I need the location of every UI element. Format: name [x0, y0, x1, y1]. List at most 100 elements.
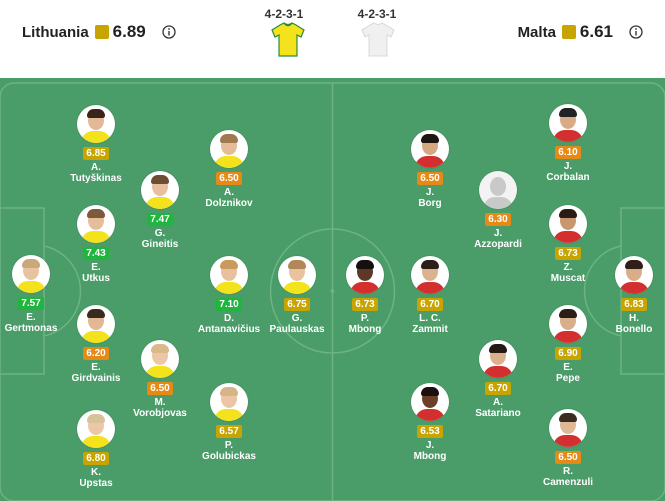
player-rating-badge: 6.50	[417, 172, 443, 185]
player-avatar	[141, 171, 179, 209]
player-last-name: Gertmonas	[4, 323, 58, 334]
player-last-name: Borg	[418, 198, 442, 209]
player-avatar	[77, 410, 115, 448]
player-first-initial: E.	[91, 362, 101, 373]
player-rating-badge: 6.73	[352, 298, 378, 311]
away-info-icon[interactable]	[629, 25, 643, 39]
player-rating-badge: 6.90	[555, 347, 581, 360]
home-team-rating-value: 6.89	[112, 22, 146, 41]
player-first-initial: E.	[26, 312, 36, 323]
player-last-name: Antanavičius	[197, 324, 261, 335]
player-first-initial: L. C.	[419, 313, 441, 324]
player-rating-badge: 6.50	[555, 451, 581, 464]
away-team-rating-value: 6.61	[579, 22, 613, 41]
player-rating-badge: 6.73	[555, 247, 581, 260]
player-avatar	[77, 105, 115, 143]
home-jersey-icon	[271, 22, 305, 57]
player-avatar	[549, 305, 587, 343]
home-team-summary: Lithuania 6.89	[22, 22, 176, 42]
player-rating-badge: 6.85	[83, 147, 109, 160]
player-avatar	[549, 104, 587, 142]
player-first-initial: J.	[425, 440, 435, 451]
player-rating-badge: 7.47	[147, 213, 173, 226]
player-first-initial: J.	[563, 161, 573, 172]
player-first-initial: P.	[224, 440, 234, 451]
player-avatar	[549, 205, 587, 243]
player-first-initial: A.	[224, 187, 234, 198]
player-rating-badge: 6.70	[485, 382, 511, 395]
player-first-initial: P.	[360, 313, 370, 324]
player-first-initial: K.	[91, 467, 101, 478]
match-header: Lithuania 6.89 4-2-3-1 4-2-3-1 Malta 6.6…	[0, 0, 665, 78]
away-team-name: Malta	[517, 23, 556, 41]
player-first-initial: D.	[224, 313, 234, 324]
player-last-name: Upstas	[79, 478, 113, 489]
player-last-name: Mbong	[413, 451, 447, 462]
player-rating-badge: 7.57	[18, 297, 44, 310]
player-avatar	[210, 256, 248, 294]
player-avatar	[411, 130, 449, 168]
player-rating-badge: 7.10	[216, 298, 242, 311]
away-formation: 4-2-3-1	[357, 7, 397, 21]
away-team-summary: Malta 6.61	[518, 22, 643, 42]
player-rating-badge: 6.50	[216, 172, 242, 185]
player-last-name: Azzopardi	[474, 239, 522, 250]
player-first-initial: G.	[154, 228, 166, 239]
player-last-name: Utkus	[82, 273, 110, 284]
player-first-initial: J.	[425, 187, 435, 198]
player-first-initial: E.	[563, 362, 573, 373]
away-team-rating: 6.61	[561, 22, 613, 42]
player-last-name: Satariano	[475, 408, 521, 419]
player-rating-badge: 6.80	[83, 452, 109, 465]
player-avatar	[346, 256, 384, 294]
player-first-initial: J.	[493, 228, 503, 239]
player-first-initial: E.	[91, 262, 101, 273]
player-avatar	[77, 205, 115, 243]
player-first-initial: A.	[91, 162, 101, 173]
player-avatar	[278, 256, 316, 294]
player-last-name: Zammit	[412, 324, 448, 335]
player-first-initial: A.	[493, 397, 503, 408]
player-avatar	[549, 409, 587, 447]
player-last-name: Muscat	[550, 273, 586, 284]
player-avatar	[411, 383, 449, 421]
player-last-name: Corbalan	[546, 172, 590, 183]
player-avatar	[12, 255, 50, 293]
player-first-initial: R.	[563, 466, 573, 477]
rating-square-icon	[561, 25, 576, 39]
player-last-name: Vorobjovas	[133, 408, 187, 419]
player-avatar	[141, 340, 179, 378]
player-rating-badge: 7.43	[83, 247, 109, 260]
player-avatar	[479, 171, 517, 209]
player-rating-badge: 6.57	[216, 425, 242, 438]
player-first-initial: Z.	[563, 262, 573, 273]
rating-square-icon	[94, 25, 109, 39]
player-last-name: Pepe	[556, 373, 580, 384]
player-rating-badge: 6.75	[284, 298, 310, 311]
home-info-icon[interactable]	[162, 25, 176, 39]
home-team-rating: 6.89	[94, 22, 146, 42]
